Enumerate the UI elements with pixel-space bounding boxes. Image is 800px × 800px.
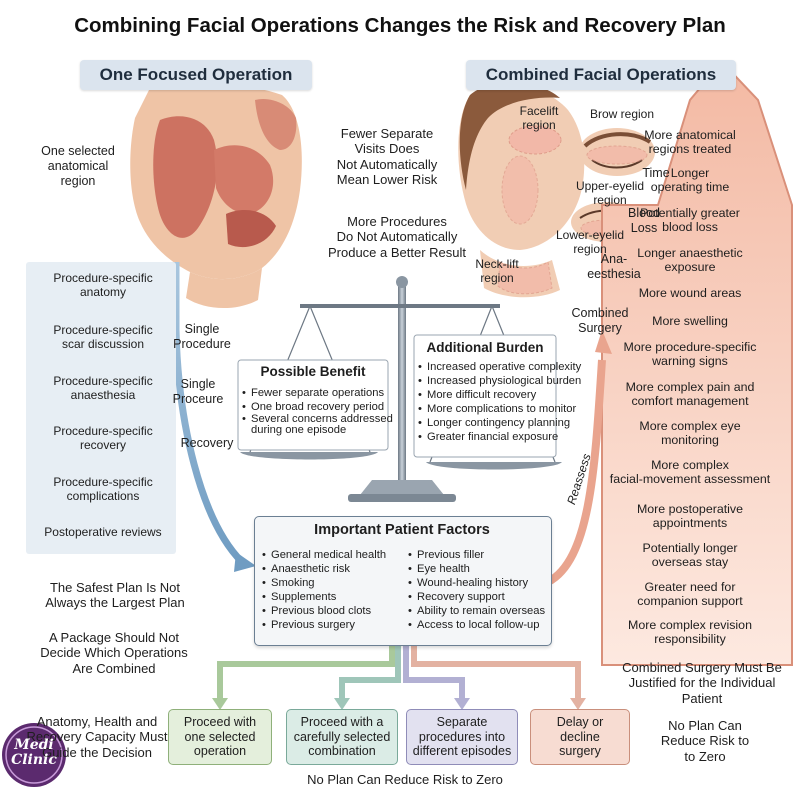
label-combined-surgery: Combined Surgery — [571, 306, 629, 335]
arrow-label-single-procedure: Single Procedure — [173, 322, 231, 351]
factor-item: Anaesthetic risk — [262, 562, 386, 576]
risk-item-5: More wound areas — [638, 286, 742, 300]
left-item-reviews: Postoperative reviews — [44, 525, 162, 539]
option-separate-episodes: Separate procedures into different episo… — [406, 709, 518, 765]
page-title: Combining Facial Operations Changes the … — [74, 14, 726, 37]
note-justified: Combined Surgery Must Be Justified for t… — [622, 660, 782, 706]
burden-list: Increased operative complexity Increased… — [418, 360, 581, 444]
factor-item: Wound-healing history — [408, 576, 545, 590]
patient-face-illustration — [458, 82, 585, 298]
label-facelift-region: Facelift region — [519, 104, 559, 133]
risk-item-4: Longer anaesthetic exposure — [637, 246, 743, 275]
factor-item: Access to local follow-up — [408, 618, 545, 632]
burden-item: Increased operative complexity — [418, 360, 581, 374]
factor-item: Ability to remain overseas — [408, 604, 545, 618]
benefit-item: Several concerns addressed during one ep… — [242, 413, 393, 436]
note-no-plan-right: No Plan Can Reduce Risk to to Zero — [660, 718, 750, 764]
patient-factors-left-list: General medical health Anaesthetic risk … — [262, 548, 386, 632]
burden-item: More complications to monitor — [418, 402, 581, 416]
left-item-anaesthesia: Procedure-specific anaesthesia — [53, 374, 153, 403]
label-time: Time — [642, 166, 670, 180]
benefit-title: Possible Benefit — [260, 364, 366, 379]
burden-item: Greater financial exposure — [418, 430, 581, 444]
factor-item: Recovery support — [408, 590, 545, 604]
label-lower-eyelid: Lower-eyelid region — [555, 228, 625, 257]
benefit-item: Fewer separate operations — [242, 386, 393, 400]
risk-item-6: More swelling — [652, 314, 728, 328]
factor-item: Smoking — [262, 576, 386, 590]
note-more-procedures: More Procedures Do Not Automatically Pro… — [327, 214, 467, 260]
reassess-arrow — [545, 359, 606, 586]
benefit-list: Fewer separate operations One broad reco… — [242, 386, 393, 436]
option-one-operation: Proceed with one selected operation — [168, 709, 272, 765]
label-blood-loss: Blood Loss — [628, 206, 660, 235]
option-combination: Proceed with a carefully selected combin… — [286, 709, 398, 765]
label-neck-lift: Neck-lift region — [475, 257, 519, 286]
decision-branch-arrows — [217, 644, 581, 700]
left-item-recovery: Procedure-specific recovery — [53, 424, 153, 453]
burden-item: Longer contingency planning — [418, 416, 581, 430]
note-package: A Package Should Not Decide Which Operat… — [40, 630, 188, 676]
medi-clinic-logo-disc — [2, 723, 66, 787]
region-note: One selected anatomical region — [41, 144, 115, 188]
left-item-anatomy: Procedure-specific anatomy — [53, 271, 153, 300]
burden-item: More difficult recovery — [418, 388, 581, 402]
risk-item-11: More postoperative appointments — [636, 502, 744, 531]
factor-item: Previous surgery — [262, 618, 386, 632]
patient-factors-title: Important Patient Factors — [314, 522, 490, 538]
factor-item: Supplements — [262, 590, 386, 604]
arrow-label-recovery: Recovery — [180, 436, 234, 450]
risk-item-14: More complex revision responsibility — [628, 618, 752, 647]
patient-factors-right-list: Previous filler Eye health Wound-healing… — [408, 548, 545, 632]
one-operation-heading: One Focused Operation — [80, 60, 312, 90]
note-anatomy-health: Anatomy, Health and Recovery Capacity Mu… — [26, 714, 168, 760]
risk-item-9: More complex eye monitoring — [639, 419, 741, 448]
benefit-item: One broad recovery period — [242, 400, 393, 414]
risk-item-2: Longer operating time — [650, 166, 730, 195]
note-no-plan-bottom: No Plan Can Reduce Risk to Zero — [307, 772, 503, 787]
factor-item: Eye health — [408, 562, 545, 576]
risk-item-7: More procedure-specific warning signs — [623, 340, 757, 369]
risk-item-13: Greater need for companion support — [637, 580, 743, 609]
anatomical-face-illustration — [130, 83, 302, 309]
factor-item: General medical health — [262, 548, 386, 562]
factor-item: Previous filler — [408, 548, 545, 562]
combined-operations-heading: Combined Facial Operations — [466, 60, 736, 90]
left-procedure-column — [26, 262, 176, 554]
option-delay-decline: Delay or decline surgery — [530, 709, 630, 765]
arrow-label-single-proceure: Single Proceure — [172, 377, 224, 406]
note-safest-plan: The Safest Plan Is Not Always the Larges… — [45, 580, 185, 611]
note-fewer-visits: Fewer Separate Visits Does Not Automatic… — [336, 126, 438, 187]
label-brow-region: Brow region — [589, 107, 655, 121]
medi-clinic-logo-text: Medi Clinic — [11, 737, 57, 768]
burden-title: Additional Burden — [426, 340, 544, 355]
factor-item: Previous blood clots — [262, 604, 386, 618]
risk-item-12: Potentially longer overseas stay — [642, 541, 738, 570]
risk-item-8: More complex pain and comfort management — [625, 380, 755, 409]
risk-item-3: Potentially greater blood loss — [640, 206, 740, 235]
risk-item-1: More anatomical regions treated — [644, 128, 736, 157]
left-item-complications: Procedure-specific complications — [53, 475, 153, 504]
risk-item-10: More complex facial-movement assessment — [609, 458, 771, 487]
left-item-scar: Procedure-specific scar discussion — [53, 323, 153, 352]
label-anaesthesia: Ana- eesthesia — [587, 252, 641, 281]
left-flow-arrow — [172, 262, 245, 565]
label-upper-eyelid: Upper-eyelid region — [575, 179, 645, 208]
burden-item: Increased physiological burden — [418, 374, 581, 388]
